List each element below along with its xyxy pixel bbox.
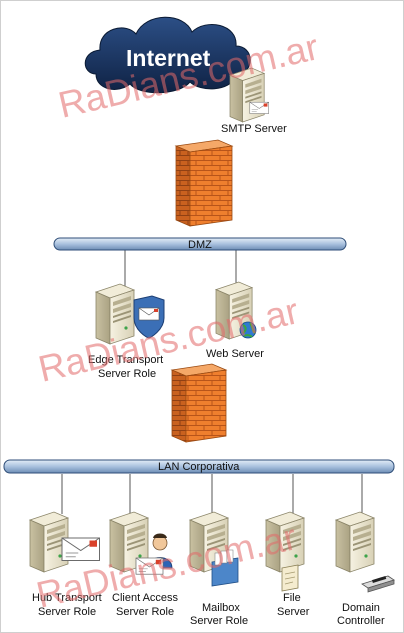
lan-bus-label: LAN Corporativa xyxy=(158,461,240,473)
edge-transport-label-line2: Server Role xyxy=(98,368,156,380)
hub-transport-label-line1: Hub Transport xyxy=(32,592,102,604)
mailbox-label-line1: Mailbox xyxy=(202,602,240,614)
client-access-label-line1: Client Access xyxy=(112,592,179,604)
edge-transport-label-line1: Edge Transport xyxy=(88,354,163,366)
edge-shield-icon xyxy=(133,295,165,339)
document-icon xyxy=(281,564,299,592)
globe-icon xyxy=(239,321,257,339)
web-server-label: Web Server xyxy=(206,348,264,360)
internet-firewall-icon xyxy=(174,139,234,227)
domain-controller-server-icon xyxy=(335,511,375,573)
mailbox-label-line2: Server Role xyxy=(190,615,248,627)
lan-bus xyxy=(3,459,395,474)
internet-label: Internet xyxy=(126,45,211,71)
lan-firewall-icon xyxy=(170,363,228,443)
dmz-bus xyxy=(53,237,347,251)
smtp-server-label: SMTP Server xyxy=(221,123,287,135)
internet-cloud-icon xyxy=(84,16,251,94)
hub-transport-label-line2: Server Role xyxy=(38,606,96,618)
domain-controller-label-line1: Domain xyxy=(342,602,380,614)
envelope-icon xyxy=(61,537,101,562)
card-reader-icon xyxy=(361,575,395,593)
watermark-middle: RaDians.com.ar xyxy=(35,290,303,390)
mail-tray-icon xyxy=(211,549,239,587)
dmz-bus-label: DMZ xyxy=(188,239,212,251)
file-server-label-line2: Server xyxy=(277,606,310,618)
domain-controller-label-line2: Controller xyxy=(337,615,385,627)
file-server-label-line1: File xyxy=(283,592,301,604)
client-access-label-line2: Server Role xyxy=(116,606,174,618)
